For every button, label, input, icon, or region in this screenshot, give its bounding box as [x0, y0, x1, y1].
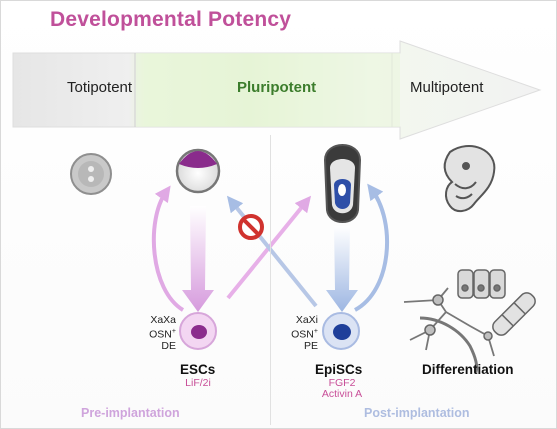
episc-condition-activin: Activin A: [321, 388, 363, 400]
esc-conditions: LiF/2i: [170, 378, 226, 389]
band-label-multipotent: Multipotent: [410, 79, 484, 96]
episc-derivation-arrow: [326, 226, 358, 312]
esc-markers: XaXa OSN+ DE: [148, 315, 176, 352]
esc-condition-lif: LiF/2i: [185, 377, 211, 389]
prohibited-icon: [238, 214, 264, 240]
embryo-icon: [443, 145, 496, 212]
differentiated-cells-icon: [403, 269, 536, 373]
implantation-divider: [270, 135, 271, 425]
episc-marker-osn: OSN+: [291, 328, 318, 341]
esc-marker-osn: OSN+: [149, 328, 176, 341]
esc-label: ESCs: [180, 362, 216, 377]
episc-cell-icon: [322, 312, 360, 350]
episc-chimera-arrow: [353, 183, 389, 312]
stage-pre-implantation: Pre-implantation: [81, 406, 180, 420]
esc-chimera-arrow: [151, 185, 185, 312]
esc-cell-icon: [179, 312, 217, 350]
esc-derivation-arrow: [182, 206, 214, 312]
episc-condition-fgf2: FGF2: [328, 377, 356, 389]
band-label-pluripotent: Pluripotent: [237, 79, 317, 96]
episc-marker-pe: PE: [303, 339, 318, 352]
blastocyst-icon: [175, 148, 221, 194]
differentiation-label: Differentiation: [422, 362, 514, 377]
episc-conditions: FGF2 Activin A: [312, 378, 372, 400]
esc-marker-x: XaXa: [150, 314, 176, 326]
episc-markers: XaXi OSN+ PE: [290, 315, 318, 352]
zygote-icon: [70, 153, 112, 195]
egg-cylinder-icon: [323, 144, 362, 223]
stage-post-implantation: Post-implantation: [364, 406, 470, 420]
band-label-totipotent: Totipotent: [67, 79, 133, 96]
episc-marker-x: XaXi: [295, 314, 318, 326]
esc-to-epiblast-arrow: [226, 195, 312, 300]
potency-band-arrow: [12, 40, 542, 140]
figure-title: Developmental Potency: [50, 8, 292, 31]
episc-label: EpiSCs: [315, 362, 363, 377]
esc-marker-de: DE: [161, 339, 176, 352]
